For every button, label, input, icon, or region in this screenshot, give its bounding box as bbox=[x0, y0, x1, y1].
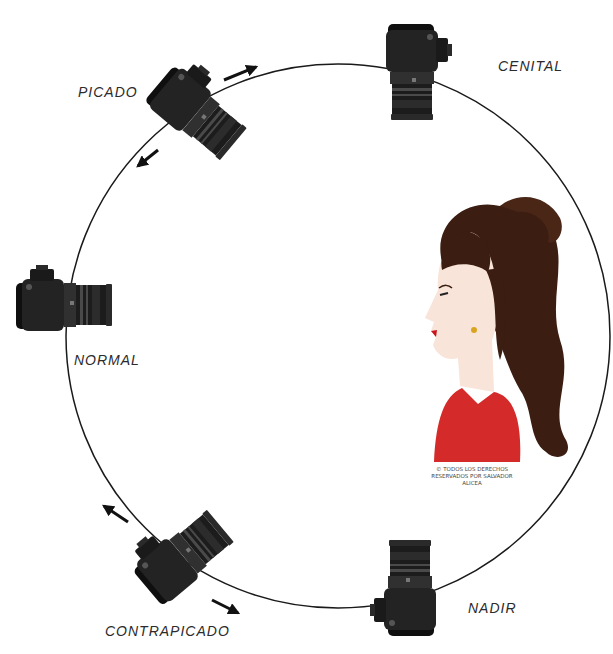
camera-normal bbox=[16, 265, 112, 331]
label-slot: CONTRAPICADO bbox=[105, 623, 230, 639]
camera-contrapicado bbox=[121, 495, 237, 607]
label-slot: NORMAL bbox=[74, 352, 140, 368]
move-arrow bbox=[104, 506, 128, 522]
angle-label: NORMAL bbox=[74, 352, 140, 368]
label-slot: CENITAL bbox=[498, 58, 563, 74]
move-arrow bbox=[212, 600, 238, 613]
camera-cenital bbox=[386, 24, 452, 120]
move-arrow bbox=[224, 67, 256, 80]
label-slot: PICADO bbox=[78, 84, 138, 100]
copyright-watermark: © TODOS LOS DERECHOS RESERVADOS POR SALV… bbox=[422, 466, 522, 487]
camera-nadir bbox=[370, 540, 436, 636]
angle-label: NADIR bbox=[468, 600, 517, 616]
label-slot: NADIR bbox=[468, 600, 517, 616]
move-arrow bbox=[138, 150, 158, 166]
woman-profile bbox=[425, 197, 568, 462]
label-slot: © TODOS LOS DERECHOS RESERVADOS POR SALV… bbox=[422, 466, 522, 487]
angle-label: CENITAL bbox=[498, 58, 563, 74]
camera-picado bbox=[143, 52, 259, 164]
orbit-circle bbox=[66, 64, 610, 608]
angle-label: CONTRAPICADO bbox=[105, 623, 230, 639]
angle-label: PICADO bbox=[78, 84, 138, 100]
